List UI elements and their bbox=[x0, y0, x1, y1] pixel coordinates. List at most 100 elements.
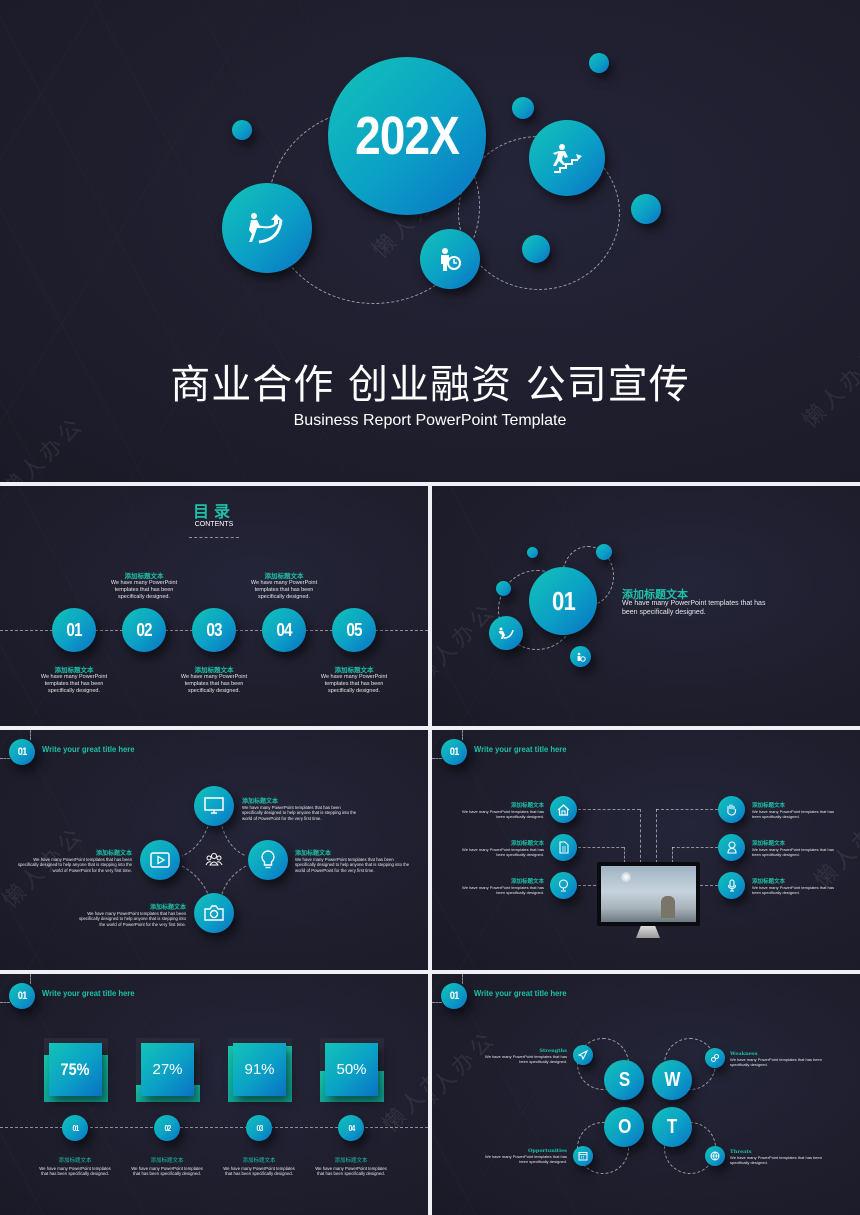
header-dash bbox=[30, 730, 31, 740]
team-icon bbox=[205, 853, 223, 866]
item-text: 添加标题文本 We have many PowerPoint templates… bbox=[40, 666, 108, 694]
connector bbox=[672, 847, 673, 863]
number-ball: 05 bbox=[332, 608, 376, 652]
icon-ball bbox=[550, 796, 577, 823]
monitor-stand bbox=[636, 926, 660, 938]
item-text: 添加标题文本 We have many PowerPoint templates… bbox=[110, 572, 178, 600]
tug-of-war-icon bbox=[499, 627, 514, 639]
year-label: 202X bbox=[355, 106, 460, 166]
connector bbox=[656, 809, 657, 863]
header-dash bbox=[462, 974, 463, 984]
icon-ball bbox=[573, 1045, 593, 1065]
link-icon bbox=[711, 1054, 719, 1062]
monitor-screen bbox=[597, 862, 700, 926]
icon-ball bbox=[705, 1146, 725, 1166]
icon-ball bbox=[550, 872, 577, 899]
connector bbox=[640, 809, 641, 863]
item-text: 添加标题文本 We have many PowerPoint templates… bbox=[462, 841, 544, 857]
section-heading: 添加标题文本 bbox=[622, 588, 688, 601]
icon-ball-climb bbox=[529, 120, 605, 196]
diamond-slide[interactable]: 懒人办公 01 Write your great title here 添加标题… bbox=[0, 730, 428, 970]
item-text: 添加标题文本 We have many PowerPoint templates… bbox=[17, 850, 132, 873]
item-text: 添加标题文本 We have many PowerPoint templates… bbox=[462, 803, 544, 819]
icon-ball bbox=[718, 872, 745, 899]
paper-plane-icon bbox=[578, 1050, 588, 1060]
step-ball: 02 bbox=[154, 1115, 180, 1141]
monitor-slide[interactable]: 懒人办公 01 Write your great title here 添加标题… bbox=[432, 730, 860, 970]
icon-ball-tug bbox=[489, 616, 523, 650]
connector bbox=[700, 885, 718, 886]
item-text: 添加标题文本 We have many PowerPoint templates… bbox=[180, 666, 248, 694]
item-text: 添加标题文本 We have many PowerPoint templates… bbox=[242, 798, 357, 821]
hand-icon bbox=[727, 804, 737, 816]
item-text: Weakness We have many PowerPoint templat… bbox=[730, 1051, 822, 1067]
contents-title: 目录 bbox=[192, 502, 235, 521]
cover-title: 商业合作 创业融资 公司宣传 bbox=[170, 362, 690, 408]
percent-slide[interactable]: 懒人办公 01 Write your great title here 75%0… bbox=[0, 974, 428, 1215]
watermark: 懒人办公 bbox=[432, 1026, 502, 1118]
cover-slide[interactable]: 懒人办公 懒人办公 懒人办公 202X 商业合作 创业融资 公司宣传 Busin… bbox=[0, 0, 860, 482]
header-badge: 01 bbox=[9, 739, 35, 765]
icon-ball bbox=[573, 1146, 593, 1166]
percent-value: 27% bbox=[152, 1061, 183, 1078]
contents-slide[interactable]: 目录 CONTENTS 01 添加标题文本 We have many Power… bbox=[0, 486, 428, 726]
businessman-clock-icon bbox=[577, 652, 586, 662]
decor-dot bbox=[589, 53, 609, 73]
number-ball: 01 bbox=[52, 608, 96, 652]
swot-letter-w: W bbox=[652, 1060, 692, 1100]
icon-ball bbox=[248, 840, 288, 880]
home-icon bbox=[557, 803, 570, 816]
decor-dot bbox=[232, 120, 252, 140]
header-badge: 01 bbox=[9, 983, 35, 1009]
connector bbox=[672, 847, 718, 848]
percent-face: 50% bbox=[325, 1043, 378, 1096]
globe-icon bbox=[558, 879, 569, 892]
icon-ball bbox=[718, 834, 745, 861]
decor-dot bbox=[596, 544, 612, 560]
connector bbox=[578, 809, 640, 810]
cover-subtitle: Business Report PowerPoint Template bbox=[293, 412, 567, 429]
percent-value: 50% bbox=[336, 1061, 367, 1078]
header-dash bbox=[30, 974, 31, 984]
percent-face: 91% bbox=[233, 1043, 286, 1096]
swot-letter-s: S bbox=[604, 1060, 644, 1100]
decor-dot bbox=[631, 194, 661, 224]
swot-letter-o: O bbox=[604, 1107, 644, 1147]
number-ball: 02 bbox=[122, 608, 166, 652]
connector bbox=[656, 809, 718, 810]
item-text: 添加标题文本 We have many PowerPoint templates… bbox=[320, 666, 388, 694]
section-slide[interactable]: 懒人办公 01 添加标题文本 We have many PowerPoint t… bbox=[432, 486, 860, 726]
businessman-clock-icon bbox=[441, 248, 461, 271]
icon-ball-clock bbox=[570, 646, 591, 667]
header-badge: 01 bbox=[441, 983, 467, 1009]
item-text: 添加标题文本 We have many PowerPoint templates… bbox=[295, 850, 410, 873]
year-ball: 202X bbox=[328, 57, 486, 215]
step-ball: 04 bbox=[338, 1115, 364, 1141]
header-dash bbox=[0, 1002, 10, 1003]
header-dash bbox=[432, 1002, 442, 1003]
number-ball: 03 bbox=[192, 608, 236, 652]
step-ball: 01 bbox=[62, 1115, 88, 1141]
climbing-stairs-icon bbox=[553, 144, 582, 173]
item-text: Threats We have many PowerPoint template… bbox=[730, 1149, 822, 1165]
play-icon bbox=[150, 852, 170, 868]
monitor-icon bbox=[204, 797, 224, 814]
lightbulb-icon bbox=[261, 850, 275, 869]
percent-value: 75% bbox=[61, 1059, 90, 1079]
icon-ball bbox=[718, 796, 745, 823]
item-text: 添加标题文本 We have many PowerPoint templates… bbox=[752, 803, 834, 819]
decor-dot bbox=[527, 547, 538, 558]
section-desc: We have many PowerPoint templates that h… bbox=[622, 600, 766, 616]
connector bbox=[624, 847, 625, 863]
section-number-ball: 01 bbox=[529, 567, 597, 635]
step-ball: 03 bbox=[246, 1115, 272, 1141]
decor-dot bbox=[496, 581, 511, 596]
header-dash bbox=[462, 730, 463, 740]
title-underline bbox=[189, 537, 239, 538]
timeline bbox=[0, 1127, 428, 1128]
percent-face: 27% bbox=[141, 1043, 194, 1096]
swot-slide[interactable]: 懒人办公 01 Write your great title here S W … bbox=[432, 974, 860, 1215]
icon-ball bbox=[194, 893, 234, 933]
percent-value: 91% bbox=[244, 1061, 275, 1078]
